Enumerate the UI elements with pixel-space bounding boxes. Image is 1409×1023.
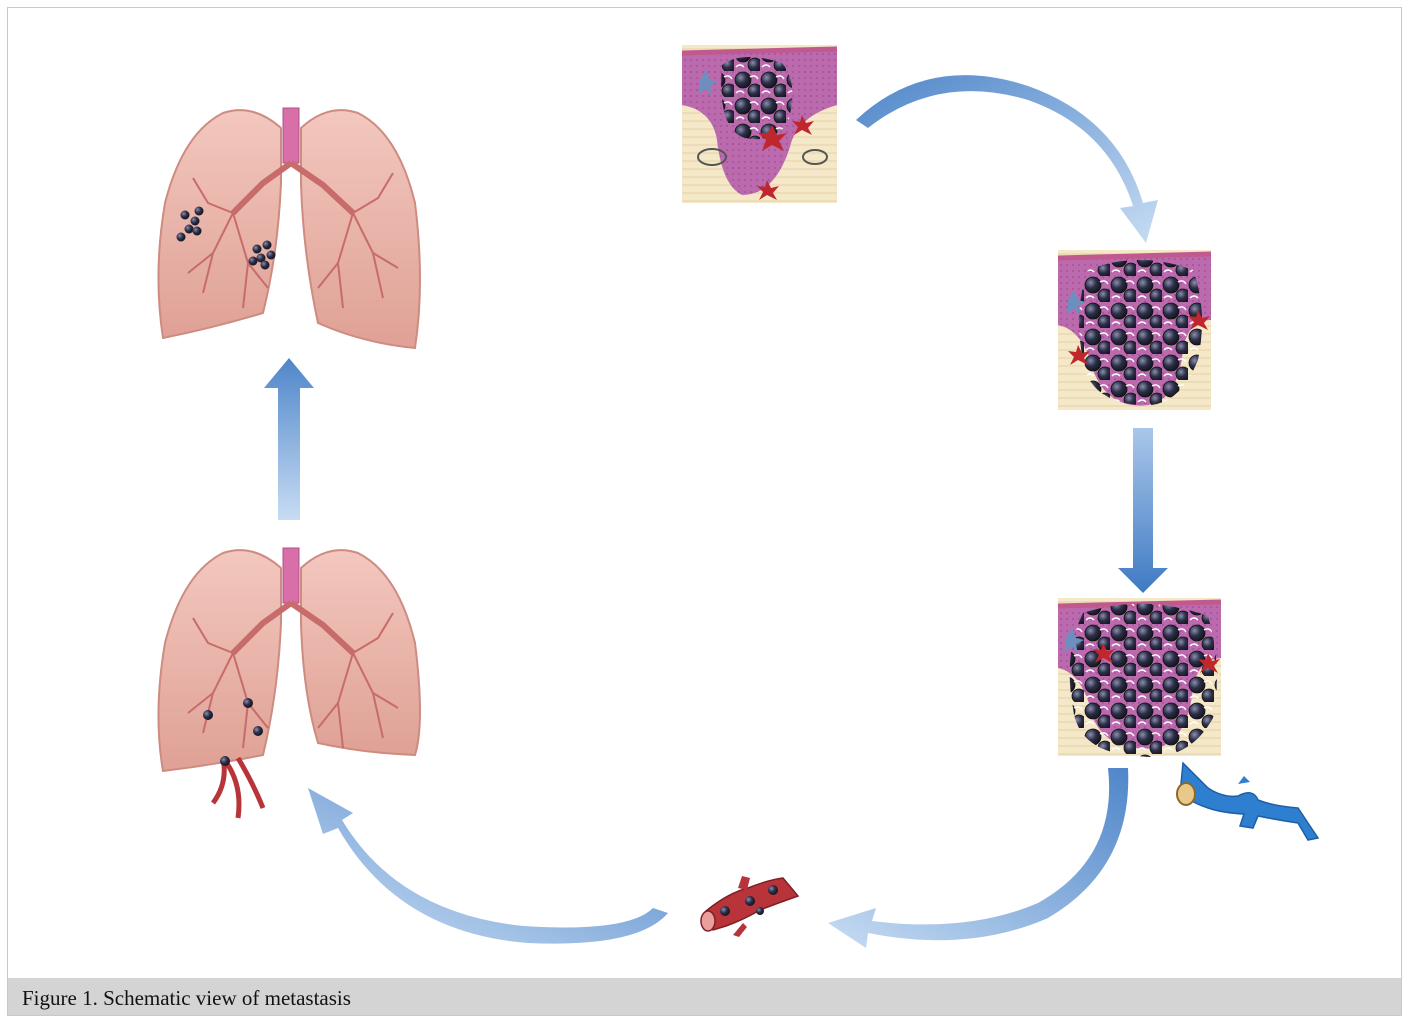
metastasis-diagram (8, 8, 1401, 978)
figure-frame: Figure 1. Schematic view of metastasis (7, 7, 1402, 1016)
lungs-with-metastases (158, 108, 420, 348)
figure-caption: Figure 1. Schematic view of metastasis (22, 986, 351, 1011)
tissue-panel-early (682, 45, 837, 203)
lymphatic-vessel (1177, 763, 1318, 840)
lungs-with-arrested-cells (158, 548, 420, 818)
arrow-arrest-to-metastasis (264, 358, 314, 520)
arrow-growing-to-invasive (1118, 428, 1168, 593)
caption-bar: Figure 1. Schematic view of metastasis (8, 978, 1401, 1015)
tissue-panel-invasive (1058, 598, 1221, 757)
arrow-early-to-growing (856, 75, 1158, 243)
arrow-invasive-to-circulation (828, 768, 1128, 948)
blood-vessel-ctcs (701, 876, 798, 937)
tissue-panel-growing (1058, 250, 1211, 410)
arrow-circulation-to-lung (308, 788, 668, 944)
